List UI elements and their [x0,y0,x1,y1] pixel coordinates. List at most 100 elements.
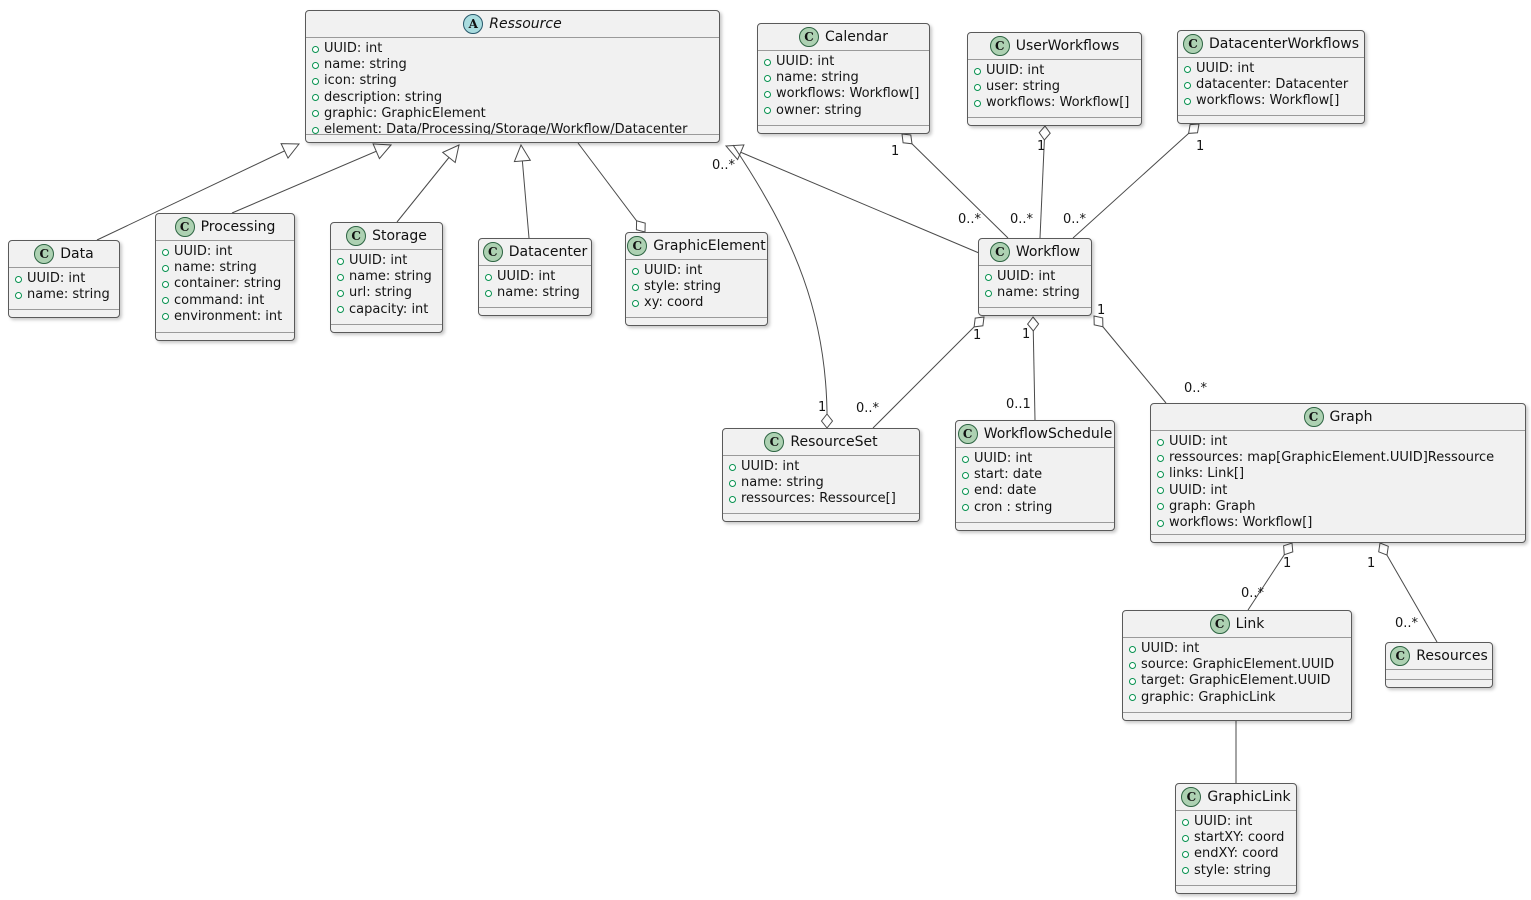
multiplicity-label: 0..* [1063,212,1087,227]
attribute-text: UUID: int [27,271,86,286]
attribute-text: style: string [1194,862,1272,878]
field-visibility-icon [312,94,319,102]
field-visibility-icon [974,67,981,75]
class-title: Graph [1329,409,1373,425]
methods-compartment [306,134,719,142]
class-attribute: name: string [312,57,713,73]
class-attribute: graphic: GraphicLink [1129,690,1345,706]
field-visibility-icon [312,126,319,134]
methods-compartment [479,307,591,315]
field-visibility-icon [162,281,169,288]
attribute-text: style: string [644,279,722,295]
multiplicity-label: 0..* [1184,381,1208,396]
class-attribute: endXY: coord [1182,846,1290,862]
class-spot-icon: C [799,27,820,47]
class-attribute: UUID: int [729,459,913,475]
attribute-text: command: int [174,292,265,308]
field-visibility-icon [962,488,969,495]
class-title: GraphicLink [1207,789,1291,805]
field-visibility-icon [15,291,22,299]
field-visibility-icon [1184,81,1191,89]
field-visibility-icon [962,455,969,463]
field-visibility-icon [632,267,639,275]
class-attribute: name: string [985,285,1085,301]
class-spot-icon: C [989,242,1010,262]
attribute-text: graphic: GraphicElement [324,105,486,121]
attribute-text: startXY: coord [1194,830,1285,846]
multiplicity-label: 0..* [856,401,880,416]
generalization-arrowhead [372,143,393,160]
attribute-text: UUID: int [174,244,233,259]
attribute-text: workflows: Workflow[] [986,95,1130,111]
class-spot-icon: C [1209,614,1230,634]
aggregation-diamond [1378,542,1389,556]
class-spot-icon: C [34,244,55,264]
class-attribute: UUID: int [1184,61,1358,77]
multiplicity-label: 0..* [1241,586,1265,601]
field-visibility-icon [985,273,992,281]
methods-compartment [1151,534,1525,542]
attribute-text: element: Data/Processing/Storage/Workflo… [324,122,688,134]
multiplicity-label: 1 [973,328,982,343]
class-attribute: style: string [632,279,761,295]
attribute-text: graphic: GraphicLink [1141,689,1276,705]
field-visibility-icon [485,289,492,297]
field-visibility-icon [729,479,736,487]
class-attribute: command: int [162,293,288,309]
class-attribute: graph: Graph [1157,499,1519,515]
methods-compartment [1178,115,1364,123]
multiplicity-label: 1 [1196,139,1205,154]
attribute-text: xy: coord [644,295,704,311]
attribute-text: start: date [974,467,1043,483]
methods-compartment [1176,885,1296,893]
field-visibility-icon [337,306,344,314]
attribute-text: links: Link[] [1169,466,1245,482]
class-header: C Graph [1151,404,1525,431]
class-attribute: style: string [1182,863,1290,879]
attribute-text: UUID: int [1169,434,1228,449]
field-visibility-icon [962,504,969,512]
class-attribute: xy: coord [632,295,761,311]
class-attribute: workflows: Workflow[] [764,86,923,102]
class-title: DatacenterWorkflows [1208,36,1360,52]
class-attribute: UUID: int [15,271,113,287]
attribute-text: description: string [324,89,443,105]
class-attribute: end: date [962,483,1108,499]
attribute-text: ressources: map[GraphicElement.UUID]Ress… [1169,450,1495,466]
aggregation-diamond [820,413,834,429]
aggregation-diamond [1026,316,1040,332]
attribute-text: workflows: Workflow[] [1196,93,1340,109]
field-visibility-icon [1129,645,1136,653]
attribute-text: UUID: int [1196,61,1255,76]
field-visibility-icon [632,300,639,307]
methods-compartment [1386,679,1492,687]
abstract-class-spot-icon: A [463,14,484,34]
multiplicity-label: 1 [1022,327,1031,342]
class-title: UserWorkflows [1015,38,1120,54]
attribute-text: name: string [776,70,859,86]
field-visibility-icon [162,297,169,305]
attribute-text: UUID: int [974,451,1033,466]
generalization-arrowhead [724,144,745,161]
class-title: GraphicElement [653,238,766,254]
class-spot-icon: C [1181,787,1202,807]
attribute-text: icon: string [324,73,397,89]
class-spot-icon: C [1303,407,1324,427]
field-visibility-icon [1182,867,1189,875]
class-attribute: source: GraphicElement.UUID [1129,657,1345,673]
